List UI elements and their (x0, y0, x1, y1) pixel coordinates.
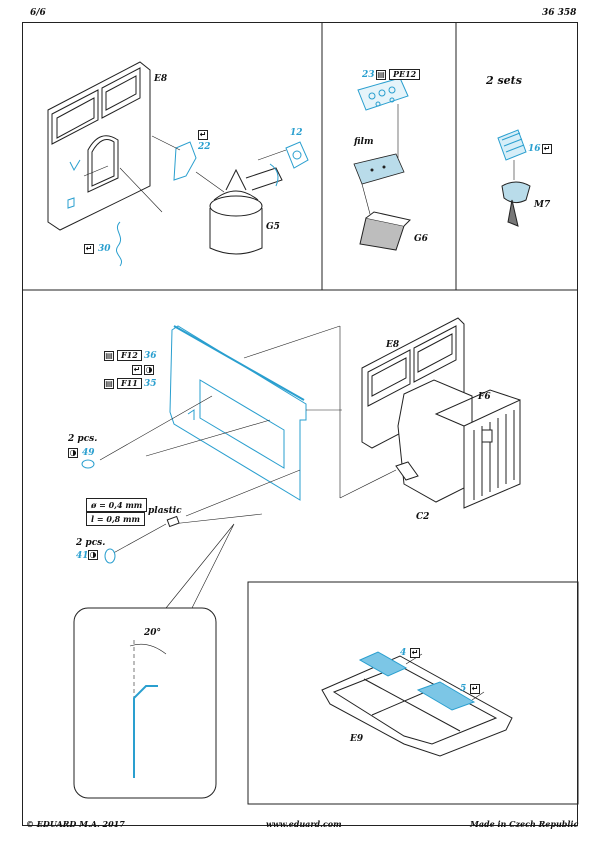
part-22-label: 22 (198, 142, 211, 152)
part-23-label: 23 (362, 70, 375, 80)
label-film: film (354, 137, 374, 147)
label-e9: E9 (350, 734, 364, 744)
leader-lines-top-left (83, 135, 287, 213)
label-2-pcs-a: 2 pcs. (68, 434, 98, 444)
fold-icon: ↵ (198, 130, 208, 140)
half-cut-icon: ◑ (68, 448, 78, 458)
detail-inset-drawing (73, 607, 217, 799)
fold-icon: ↵ (132, 365, 142, 375)
fold-icon: ↵ (470, 684, 480, 694)
label-plastic: plastic (148, 506, 182, 516)
spec-length: l = 0,8 mm (86, 512, 145, 526)
label-c2: C2 (416, 512, 430, 522)
footer-copyright: © EDUARD M.A. 2017 (26, 819, 125, 829)
part-12-label: 12 (290, 128, 303, 138)
part-35-label: 35 (144, 379, 157, 389)
label-f6: F6 (478, 392, 491, 402)
label-e8-top: E8 (154, 74, 168, 84)
part-16-label: 16 (528, 144, 541, 154)
pe-panel-36-drawing (169, 325, 307, 501)
half-cut-icon: ◑ (88, 550, 98, 560)
pe-grille-5-drawing (416, 681, 476, 711)
footer-origin: Made in Czech Republic (470, 819, 579, 829)
half-cut-icon: ◑ (144, 365, 154, 375)
label-2-pcs-b: 2 pcs. (76, 538, 106, 548)
leader-lines-middle (99, 325, 342, 609)
label-g5: G5 (266, 222, 280, 232)
fold-icon: ↵ (410, 648, 420, 658)
spec-diameter: ø = 0,4 mm (86, 498, 148, 512)
footer-website[interactable]: www.eduard.com (266, 819, 342, 829)
part-41-label: 41 (76, 551, 89, 561)
label-m7: M7 (534, 200, 551, 210)
pe-disc-49-drawing (81, 459, 95, 469)
page-frame (22, 22, 578, 826)
pe-part-22-drawing (67, 141, 309, 267)
pe-disc-41-drawing (104, 548, 116, 564)
f12-tag: F12 (117, 350, 142, 361)
photo-etch-icon: ▤ (104, 379, 114, 389)
photo-etch-icon: ▤ (104, 351, 114, 361)
kit-code: 36 358 (542, 8, 577, 18)
angle-label: 20° (144, 628, 162, 638)
e8-wall-drawing (47, 61, 151, 231)
label-2-sets: 2 sets (486, 74, 522, 87)
pe12-tag: PE12 (389, 69, 421, 80)
part-49-label: 49 (82, 448, 95, 458)
pe12-panel-drawing (357, 77, 409, 111)
fold-icon: ↵ (84, 244, 94, 254)
plastic-rod-drawing (166, 515, 180, 528)
part-36-label: 36 (144, 351, 157, 361)
page-number: 6/6 (30, 8, 46, 18)
part-5-label: 5 (460, 684, 467, 694)
part-30-label: 30 (98, 244, 111, 254)
photo-etch-icon: ▤ (376, 70, 386, 80)
fold-icon: ↵ (542, 144, 552, 154)
g5-tank-drawing (209, 163, 283, 255)
pe-part-16-drawing (497, 129, 527, 161)
f11-tag: F11 (117, 378, 142, 389)
g6-part-drawing (359, 211, 411, 251)
film-drawing (353, 153, 405, 185)
label-g6: G6 (414, 234, 428, 244)
label-e8-middle: E8 (386, 340, 400, 350)
part-4-label: 4 (400, 648, 407, 658)
pe-grille-4-drawing (358, 651, 408, 677)
leader-lines-top-mid (361, 104, 399, 215)
e8-wall-radiator-drawing (361, 317, 521, 509)
m7-handle-drawing (501, 181, 531, 227)
